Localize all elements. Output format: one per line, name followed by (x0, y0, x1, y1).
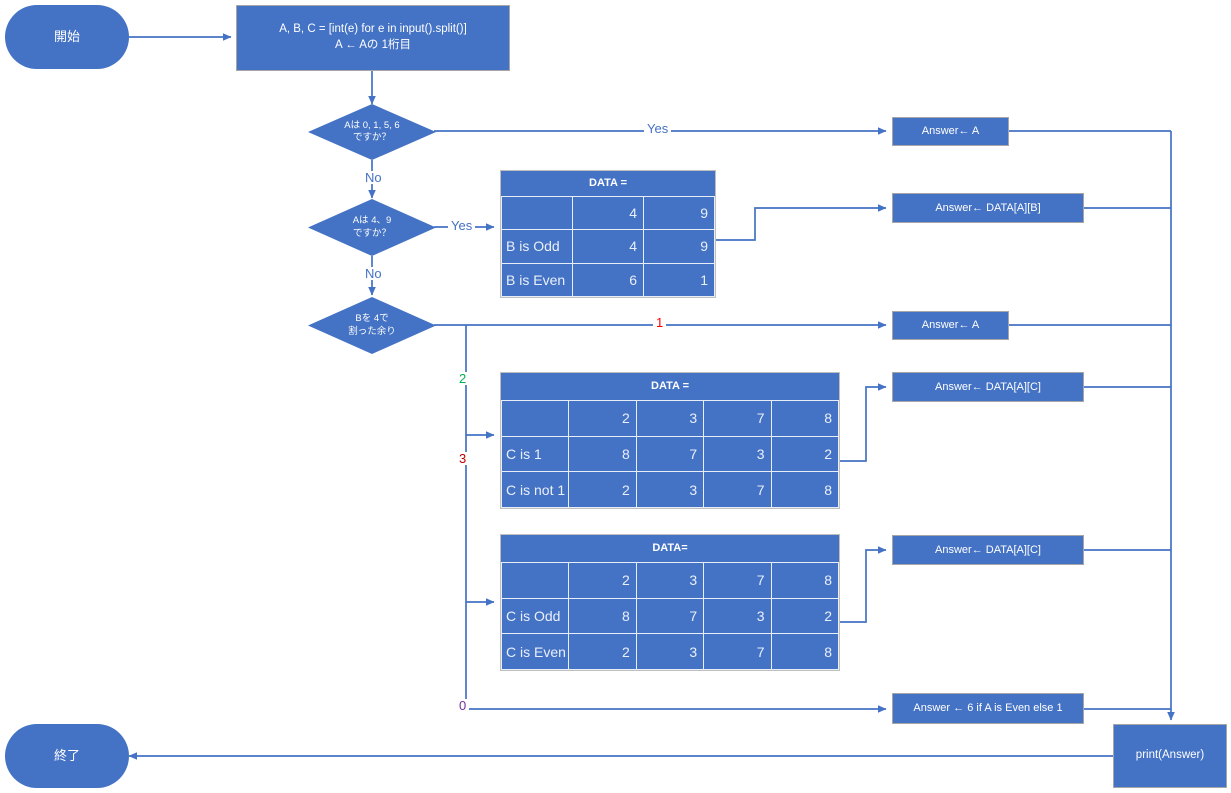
start-terminal[interactable]: 開始 (5, 5, 129, 69)
table-row: C is not 1 2 3 7 8 (500, 471, 840, 508)
table-header: DATA = (589, 177, 627, 190)
table-header: DATA = (651, 380, 689, 393)
data-table-b[interactable]: DATA = 4 9 B is Odd 4 9 B is Even 6 1 (500, 170, 716, 298)
edge-label-no-1: No (362, 171, 385, 184)
answer-even-else[interactable]: Answer ← 6 if A is Even else 1 (892, 693, 1084, 724)
table-row: B is Odd 4 9 (501, 229, 715, 264)
table-row: C is Odd 8 7 3 2 (500, 597, 840, 635)
edge-label-yes-1: Yes (644, 122, 672, 135)
decision-a-0156[interactable]: Aは 0, 1, 5, 6 ですか？ (308, 104, 436, 160)
table-row: B is Even 6 1 (501, 262, 715, 298)
answer-data-ac-1[interactable]: Answer← DATA[A][C] (892, 372, 1084, 402)
edge-label-remainder-0: 0 (456, 699, 470, 712)
edge-label-yes-2: Yes (448, 219, 476, 232)
edge-tablec1-to-answer (840, 383, 887, 462)
edge-label-remainder-2: 2 (456, 372, 470, 385)
table-row: 2 3 7 8 (500, 561, 840, 599)
print-answer-box[interactable]: print(Answer) (1113, 724, 1227, 788)
decision-a-0156-label: Aは 0, 1, 5, 6 ですか？ (344, 119, 400, 143)
decision-a-49-label: Aは 4、9 ですか？ (352, 215, 392, 239)
edge-tablec2-to-answer (840, 546, 887, 623)
table-row: 2 3 7 8 (500, 399, 840, 437)
edge-label-remainder-3: 3 (456, 452, 470, 465)
answer-data-ab[interactable]: Answer← DATA[A][B] (892, 193, 1084, 223)
edge-label-remainder-1: 1 (653, 316, 667, 329)
edge-label-no-2: No (362, 267, 385, 280)
table-row: 4 9 (501, 195, 715, 231)
edge-tableb-to-answer (716, 204, 887, 241)
end-terminal[interactable]: 終了 (5, 724, 129, 788)
answer-data-ac-2[interactable]: Answer← DATA[A][C] (892, 535, 1084, 565)
data-table-c-1[interactable]: DATA = 2 3 7 8 C is 1 8 7 3 2 C is not 1… (500, 372, 840, 509)
process-init[interactable]: A, B, C = [int(e) for e in input().split… (236, 5, 510, 71)
table-header: DATA= (652, 542, 688, 555)
table-row: C is Even 2 3 7 8 (500, 633, 840, 670)
decision-b-mod4-label: Bを 4で 割った余り (348, 313, 396, 337)
table-row: C is 1 8 7 3 2 (500, 435, 840, 473)
answer-a-2[interactable]: Answer← A (892, 311, 1009, 340)
decision-b-mod4[interactable]: Bを 4で 割った余り (308, 297, 436, 354)
data-table-c-2[interactable]: DATA= 2 3 7 8 C is Odd 8 7 3 2 C is Even… (500, 534, 840, 671)
answer-a-1[interactable]: Answer← A (892, 117, 1009, 146)
decision-a-49[interactable]: Aは 4、9 ですか？ (308, 199, 436, 256)
